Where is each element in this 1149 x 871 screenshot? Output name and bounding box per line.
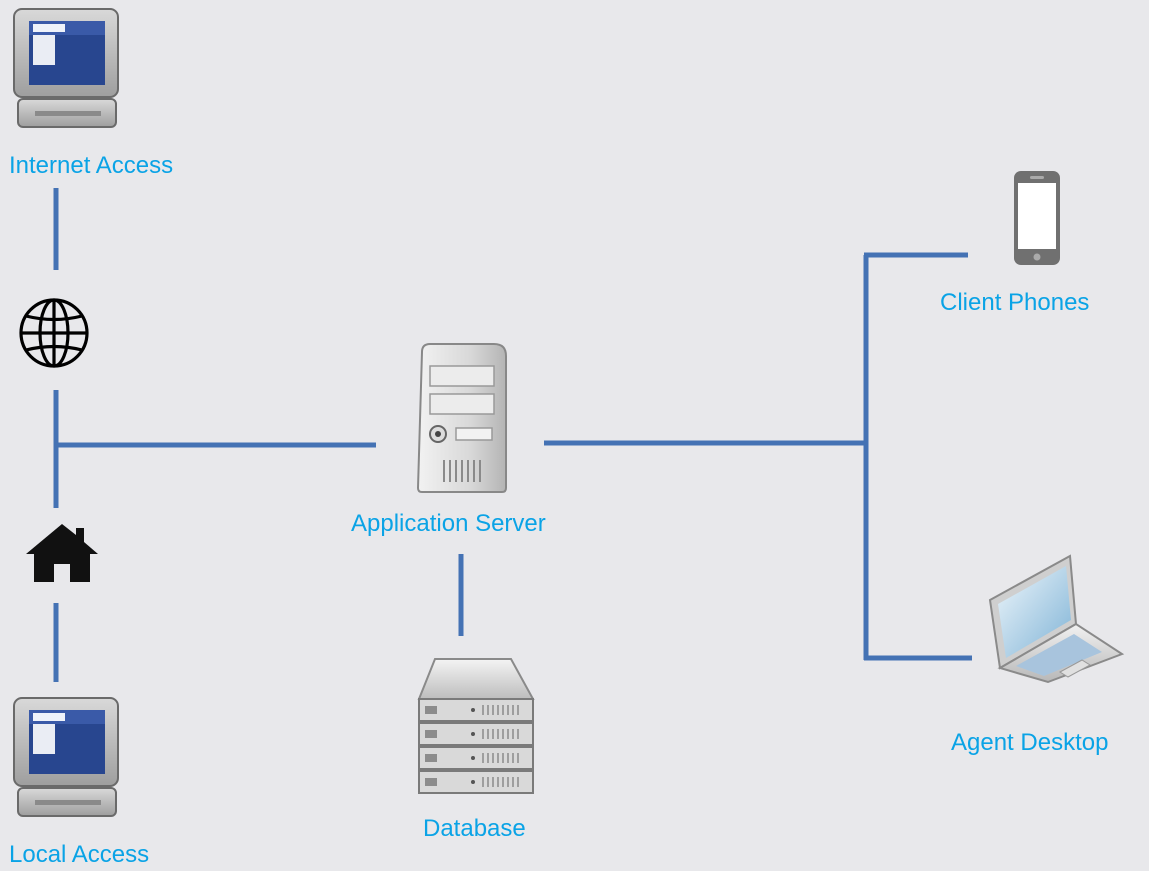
database-label: Database [423, 815, 526, 842]
desktop-computer-icon [13, 697, 119, 817]
globe-icon [19, 298, 89, 368]
laptop-icon [988, 554, 1125, 684]
smartphone-icon [1014, 171, 1060, 265]
home-icon [26, 524, 98, 582]
tower-server-icon [416, 343, 507, 493]
client-phones-label: Client Phones [940, 289, 1090, 316]
application-server-label: Application Server [351, 510, 546, 537]
local-access-label: Local Access [9, 841, 150, 868]
rack-server-icon [417, 658, 535, 794]
desktop-computer-icon [13, 8, 119, 128]
internet-access-label: Internet Access [9, 152, 174, 179]
agent-desktop-label: Agent Desktop [951, 729, 1109, 756]
